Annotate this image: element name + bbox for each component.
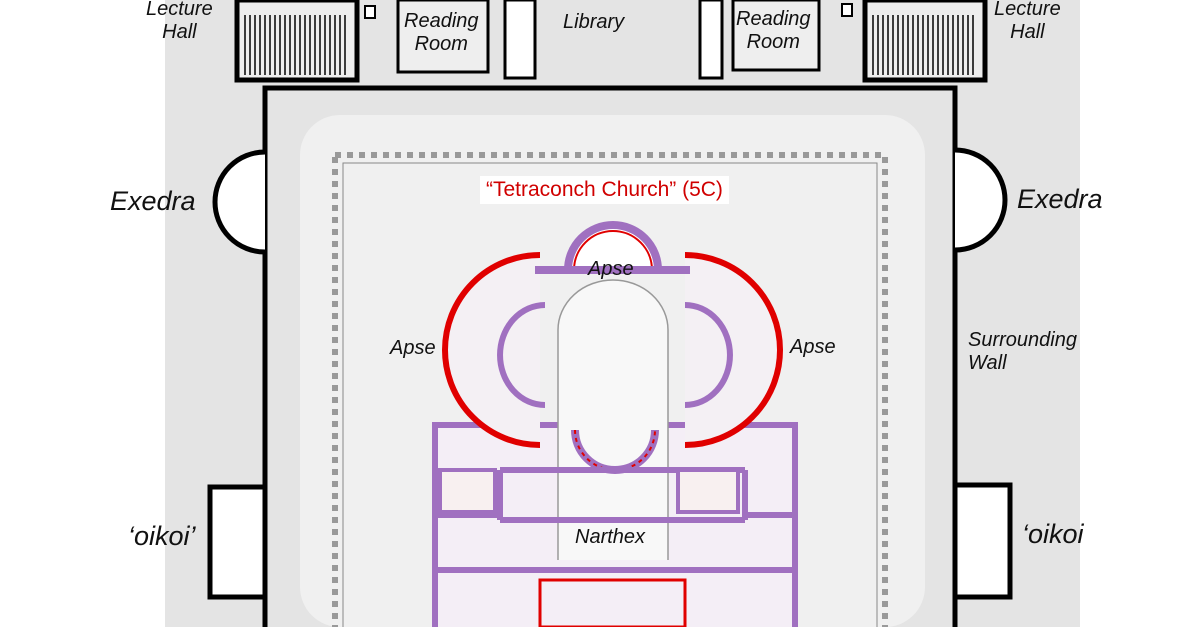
- exedra-right: [954, 147, 1008, 253]
- label-apse-top: Apse: [588, 258, 634, 280]
- label-oikoi-left: ‘oikoi’: [128, 521, 196, 551]
- oikos-right: [952, 482, 1013, 600]
- label-reading-room-right: Reading Room: [736, 8, 811, 53]
- label-exedra-left: Exedra: [110, 186, 196, 216]
- label-apse-right: Apse: [790, 336, 836, 358]
- tetraconch-church: [432, 221, 798, 627]
- label-exedra-right: Exedra: [1017, 184, 1103, 214]
- label-library: Library: [563, 11, 625, 33]
- label-apse-left: Apse: [390, 337, 436, 359]
- courtyard-stylobate: [342, 162, 878, 627]
- oikos-left: [207, 484, 268, 600]
- label-oikoi-right: ‘oikoi: [1022, 519, 1084, 549]
- church-title: “Tetraconch Church” (5C): [480, 176, 729, 204]
- surrounding-wall: [262, 85, 958, 627]
- lecture-hall-seating: [244, 15, 974, 75]
- top-buildings: [234, 0, 988, 83]
- label-lecture-hall-left: Lecture Hall: [146, 0, 213, 43]
- label-surrounding-wall: Surrounding Wall: [968, 329, 1077, 374]
- label-narthex: Narthex: [575, 526, 646, 548]
- exedra-left: [212, 149, 266, 255]
- label-lecture-hall-right: Lecture Hall: [994, 0, 1061, 43]
- label-reading-room-left: Reading Room: [404, 10, 479, 55]
